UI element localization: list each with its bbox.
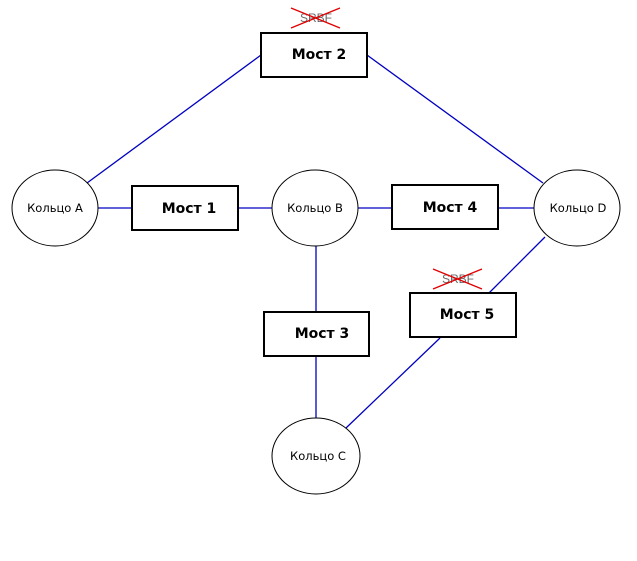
bridge-5-label: Мост 5 (440, 307, 495, 323)
srbf-cross-line (432, 268, 483, 290)
bridge-1-label: Мост 1 (162, 201, 217, 217)
srbf-cross-line (290, 7, 341, 29)
link-bridge-5-ring-c (345, 337, 441, 429)
bridge-5-box (409, 292, 517, 338)
ring-a-label: Кольцо A (27, 201, 83, 215)
ring-b: Кольцо B (271, 169, 359, 247)
ring-a: Кольцо A (11, 169, 99, 247)
ring-c-label: Кольцо C (290, 449, 346, 463)
ring-b-shape (271, 169, 359, 247)
srbf-mark-bridge-2: SRBF (290, 7, 341, 29)
ring-d: Кольцо D (533, 169, 621, 247)
bridge-1-box (131, 185, 239, 231)
bridge-2: Мост 2 (260, 32, 368, 78)
links (86, 54, 546, 429)
bridge-2-label: Мост 2 (292, 47, 347, 63)
link-bridge-2-ring-d (366, 54, 544, 184)
link-ring-a-bridge-2 (86, 54, 262, 184)
bridge-4-label: Мост 4 (423, 200, 478, 216)
bridge-2-box (260, 32, 368, 78)
ring-d-label: Кольцо D (550, 201, 607, 215)
bridge-1: Мост 1 (131, 185, 239, 231)
bridge-4-box (391, 184, 499, 230)
ring-c: Кольцо C (271, 417, 361, 495)
link-ring-d-bridge-5 (488, 236, 546, 294)
ring-a-shape (11, 169, 99, 247)
srbf-mark-bridge-5: SRBF (432, 268, 483, 290)
bridge-3: Мост 3 (263, 311, 370, 357)
ring-b-label: Кольцо B (287, 201, 343, 215)
ring-c-shape (271, 417, 361, 495)
bridge-5: Мост 5 (409, 292, 517, 338)
bridge-3-label: Мост 3 (295, 326, 350, 342)
ring-d-shape (533, 169, 621, 247)
bridge-3-box (263, 311, 370, 357)
bridge-4: Мост 4 (391, 184, 499, 230)
